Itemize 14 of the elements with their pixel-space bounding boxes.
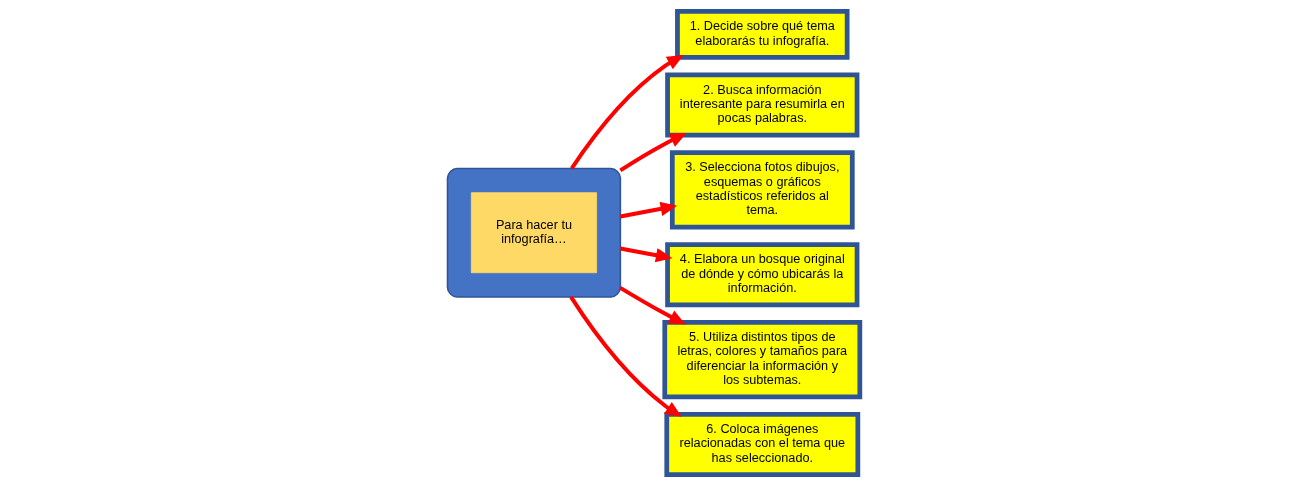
arrow — [619, 133, 687, 173]
node-box: 4. Elabora un bosque original de dónde y cómo ubicarás la información. — [665, 242, 860, 308]
node-box: Para hacer tu infografía… — [470, 192, 597, 274]
arrow — [620, 201, 678, 219]
arrow — [620, 246, 673, 263]
node-box: 5. Utiliza distintos tipos de letras, colores y tamaños para diferenciar la información y los subtemas. — [662, 319, 863, 400]
node-box: 1. Decide sobre qué tema elaborarás tu infografía. — [675, 9, 850, 60]
node-box: 2. Busca información interesante para resumirla en pocas palabras. — [665, 72, 860, 138]
cluster — [446, 167, 622, 298]
arrow — [570, 55, 684, 170]
arrow — [569, 295, 682, 417]
node-box: 6. Coloca imágenes relacionadas con el tema que has seleccionado. — [664, 411, 861, 477]
node-box: 3. Selecciona fotos dibujos, esquemas o gráficos estadísticos referidos al tema. — [669, 150, 855, 230]
arrow — [619, 286, 686, 325]
